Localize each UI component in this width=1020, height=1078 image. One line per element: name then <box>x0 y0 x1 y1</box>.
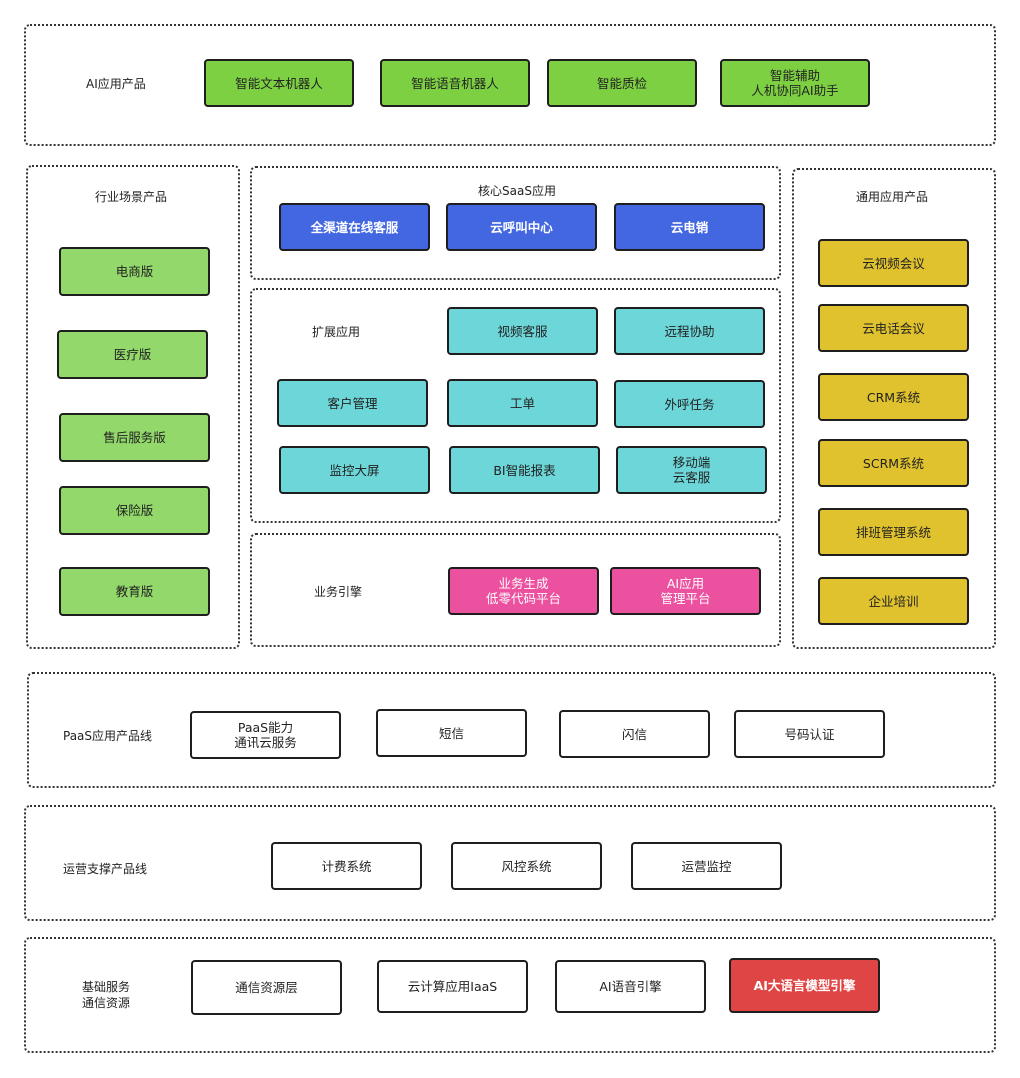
core-saas-label: 核心SaaS应用 <box>478 184 556 198</box>
general-region <box>792 168 996 649</box>
ai-products-label: AI应用产品 <box>86 77 146 91</box>
base-llm-engine[interactable]: AI大语言模型引擎 <box>729 958 880 1013</box>
industry-insurance[interactable]: 保险版 <box>59 486 210 535</box>
base-label: 基础服务 通信资源 <box>82 980 131 1010</box>
extension-region <box>250 288 781 523</box>
paas-communication-cloud[interactable]: PaaS能力 通讯云服务 <box>190 711 341 759</box>
extension-label: 扩展应用 <box>312 325 361 339</box>
ops-billing[interactable]: 计费系统 <box>271 842 422 890</box>
industry-region <box>26 165 240 649</box>
ai-product-voice-robot[interactable]: 智能语音机器人 <box>380 59 530 107</box>
base-cloud-iaas[interactable]: 云计算应用IaaS <box>377 960 528 1013</box>
ext-bi-report[interactable]: BI智能报表 <box>449 446 600 494</box>
industry-medical[interactable]: 医疗版 <box>57 330 208 379</box>
general-training[interactable]: 企业培训 <box>818 577 969 625</box>
core-saas-region <box>250 166 781 280</box>
industry-education[interactable]: 教育版 <box>59 567 210 616</box>
ext-video-service[interactable]: 视频客服 <box>447 307 598 355</box>
core-telesales[interactable]: 云电销 <box>614 203 765 251</box>
general-video-meeting[interactable]: 云视频会议 <box>818 239 969 287</box>
ops-region <box>24 805 996 921</box>
engine-lowcode-platform[interactable]: 业务生成 低零代码平台 <box>448 567 599 615</box>
ai-products-region <box>24 24 996 146</box>
ext-mobile-service[interactable]: 移动端 云客服 <box>616 446 767 494</box>
base-region <box>24 937 996 1053</box>
ai-product-quality-check[interactable]: 智能质检 <box>547 59 697 107</box>
paas-number-verify[interactable]: 号码认证 <box>734 710 885 758</box>
core-omnichannel-service[interactable]: 全渠道在线客服 <box>279 203 430 251</box>
ext-remote-assist[interactable]: 远程协助 <box>614 307 765 355</box>
industry-label: 行业场景产品 <box>95 190 168 204</box>
general-scheduling[interactable]: 排班管理系统 <box>818 508 969 556</box>
ext-monitor-screen[interactable]: 监控大屏 <box>279 446 430 494</box>
ops-monitoring[interactable]: 运营监控 <box>631 842 782 890</box>
engine-label: 业务引擎 <box>314 585 363 599</box>
general-label: 通用应用产品 <box>856 190 929 204</box>
core-call-center[interactable]: 云呼叫中心 <box>446 203 597 251</box>
paas-region <box>27 672 996 788</box>
paas-label: PaaS应用产品线 <box>63 729 153 743</box>
base-comm-resources[interactable]: 通信资源层 <box>191 960 342 1015</box>
engine-ai-app-platform[interactable]: AI应用 管理平台 <box>610 567 761 615</box>
base-ai-voice-engine[interactable]: AI语音引擎 <box>555 960 706 1013</box>
ext-customer-mgmt[interactable]: 客户管理 <box>277 379 428 427</box>
general-scrm[interactable]: SCRM系统 <box>818 439 969 487</box>
ops-label: 运营支撑产品线 <box>63 862 148 876</box>
ai-product-assistant[interactable]: 智能辅助 人机协同AI助手 <box>720 59 870 107</box>
ops-risk-control[interactable]: 风控系统 <box>451 842 602 890</box>
industry-after-sales[interactable]: 售后服务版 <box>59 413 210 462</box>
ext-work-order[interactable]: 工单 <box>447 379 598 427</box>
paas-flash-sms[interactable]: 闪信 <box>559 710 710 758</box>
general-crm[interactable]: CRM系统 <box>818 373 969 421</box>
engine-region <box>250 533 781 647</box>
general-phone-meeting[interactable]: 云电话会议 <box>818 304 969 352</box>
ext-outbound-task[interactable]: 外呼任务 <box>614 380 765 428</box>
industry-ecommerce[interactable]: 电商版 <box>59 247 210 296</box>
paas-sms[interactable]: 短信 <box>376 709 527 757</box>
ai-product-text-robot[interactable]: 智能文本机器人 <box>204 59 354 107</box>
